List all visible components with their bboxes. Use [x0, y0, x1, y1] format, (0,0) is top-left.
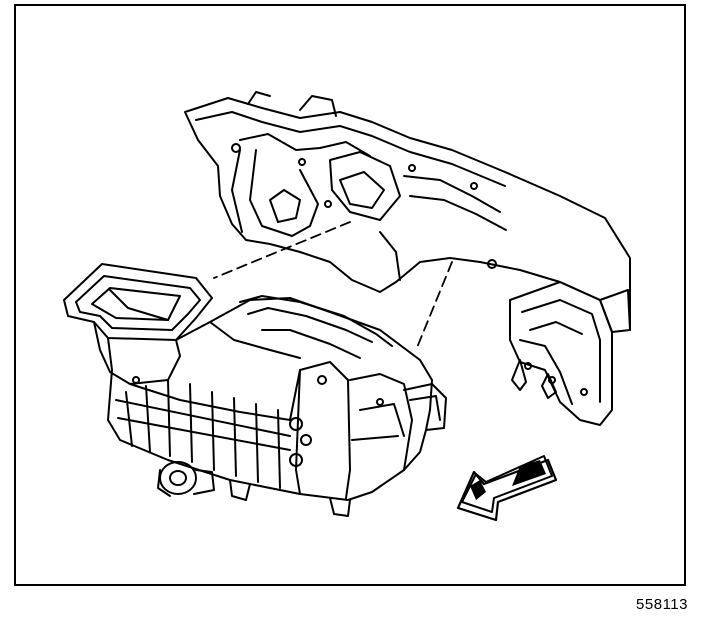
blower-motor — [157, 461, 215, 497]
figure-number: 558113 — [636, 596, 688, 613]
installation-direction-arrow — [456, 455, 558, 522]
instrument-panel-carrier — [184, 91, 631, 426]
alignment-guide-lines — [213, 221, 453, 351]
diagram-frame — [14, 4, 686, 586]
hvac-module — [63, 263, 447, 517]
